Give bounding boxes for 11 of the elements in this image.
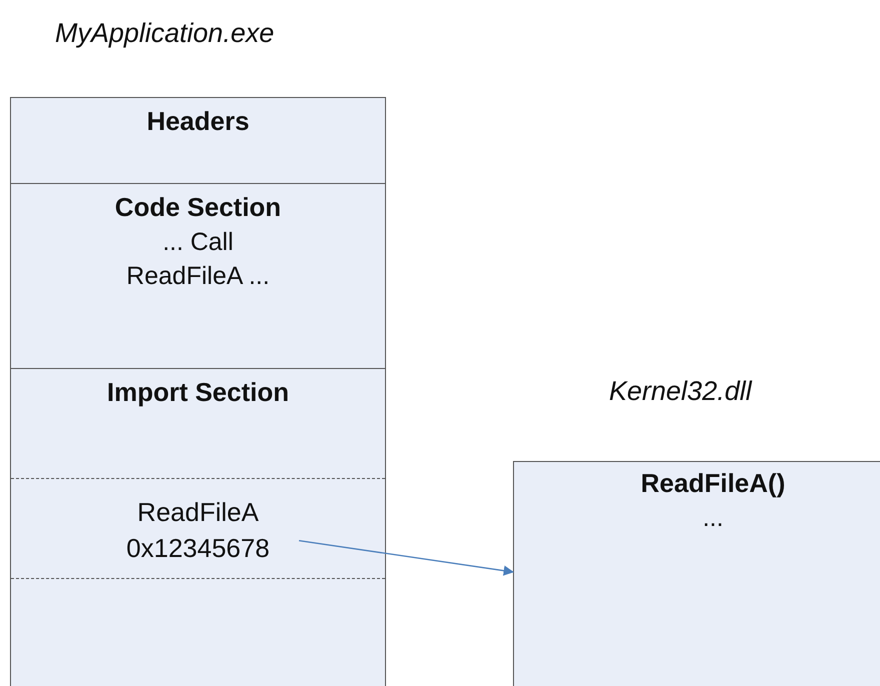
arrow [298,540,514,576]
entry-text: ReadFileA 0x12345678 [125,496,271,565]
section-body: ... Call ReadFileA ... [125,227,271,292]
section-heading: Code Section [114,192,282,223]
section-body: ... [702,503,724,534]
module-title: Kernel32.dll [609,376,752,407]
section-heading: Import Section [106,377,289,408]
module-title: MyApplication.exe [55,18,274,49]
section-heading: ReadFileA() [640,468,786,499]
section-heading: Headers [146,106,250,137]
entry-band [11,478,385,579]
